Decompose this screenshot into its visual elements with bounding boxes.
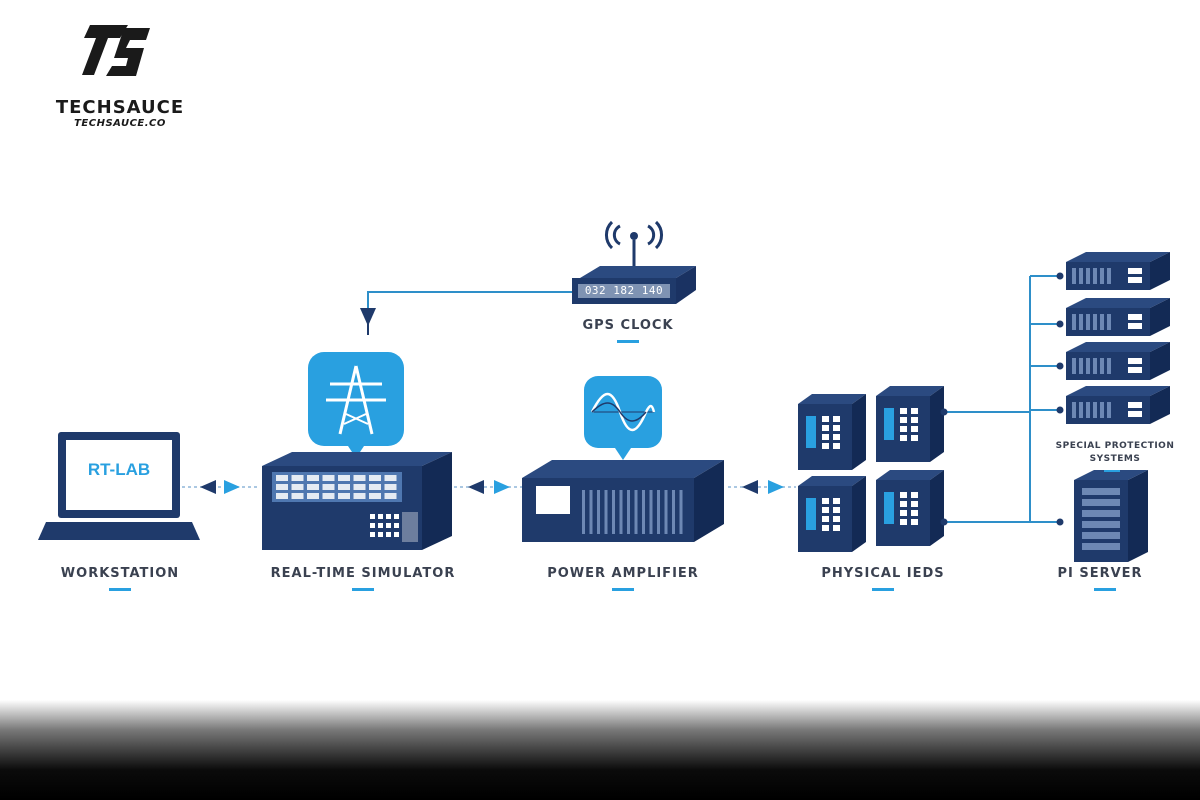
sps-rack-unit-icon: [1066, 252, 1170, 290]
amplifier-label: POWER AMPLIFIER: [547, 566, 699, 581]
sps-label-line2: SYSTEMS: [1089, 454, 1141, 464]
gps-clock-icon: [572, 220, 696, 304]
pi-server-slots: [1082, 488, 1120, 550]
ied-unit-icon: [798, 394, 866, 470]
amplifier-vents: [582, 490, 683, 534]
simulator-underline: [352, 588, 374, 591]
sps-rack-unit-icon: [1066, 386, 1170, 424]
pi-server-underline: [1094, 588, 1116, 591]
brand-name: TECHSAUCE: [55, 97, 185, 118]
ied-unit-icon: [798, 476, 866, 552]
bidirectional-arrow-icon: [182, 480, 258, 494]
techsauce-logo: TECHSAUCE TECHSAUCE.CO: [40, 20, 200, 129]
simulator-port-grid: [276, 475, 399, 537]
sps-label-line1: SPECIAL PROTECTION: [1055, 441, 1175, 451]
sps-rack-unit-icon: [1066, 298, 1170, 336]
network-bus-lines: [940, 272, 1064, 526]
special-protection-systems-icon: [1066, 252, 1170, 424]
power-amplifier-icon: [522, 460, 724, 542]
pi-server-label: PI SERVER: [1057, 566, 1143, 581]
amplifier-underline: [612, 588, 634, 591]
ied-unit-icon: [876, 386, 944, 462]
physical-ieds-icon: [798, 386, 944, 552]
brand-url: TECHSAUCE.CO: [74, 118, 166, 129]
bidirectional-arrow-icon: [728, 480, 796, 494]
sps-underline: [1104, 470, 1120, 472]
gps-clock-underline: [617, 340, 639, 343]
simulator-label: REAL-TIME SIMULATOR: [270, 566, 456, 581]
sps-rack-unit-icon: [1066, 342, 1170, 380]
simulator-unit-icon: [262, 452, 452, 550]
sps-label: SPECIAL PROTECTION SYSTEMS: [1038, 440, 1192, 466]
ied-unit-icon: [876, 470, 944, 546]
ieds-underline: [872, 588, 894, 591]
power-tower-icon: [308, 352, 404, 458]
ieds-label: PHYSICAL IEDS: [821, 566, 945, 581]
bidirectional-arrow-icon: [454, 480, 526, 494]
gps-clock-label: GPS CLOCK: [582, 318, 674, 333]
gps-link-line: [367, 291, 578, 308]
workstation-label: WORKSTATION: [60, 566, 180, 581]
gps-clock-display: 032 182 140: [584, 284, 664, 297]
workstation-underline: [109, 588, 131, 591]
bottom-fade: [0, 700, 1200, 800]
waveform-icon: [584, 376, 662, 460]
techsauce-logo-icon: [82, 25, 150, 76]
workstation-laptop-icon: [38, 432, 200, 540]
rt-lab-screen-text: RT-LAB: [87, 460, 151, 479]
